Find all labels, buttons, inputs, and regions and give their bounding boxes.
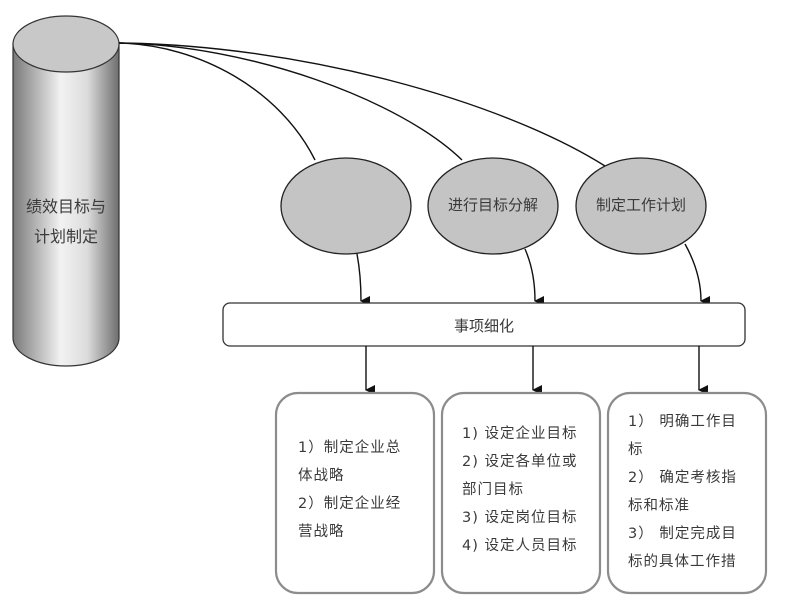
detail-box-1 [274,391,436,595]
connector-to-stage-2 [118,42,463,161]
stage-ellipse-2 [427,157,559,255]
detail-line: 标和标准 [628,498,690,514]
detail-line: 2）制定企业经 [298,496,402,512]
detail-line: 2) 设定各单位或 [462,454,578,470]
stage-ellipse-3 [575,157,707,255]
detail-line: 部门目标 [462,482,524,498]
arrow-stage-3-to-bar [684,243,711,306]
middle-bar [222,302,746,347]
detail-box-3-text: 1） 明确工作目 标 2） 确定考核指 标和标准 3） 制定完成目 标的具体工作… [628,408,737,576]
detail-line: 标的具体工作措 [628,554,737,570]
detail-line: 标 [628,442,644,458]
detail-box-2 [440,391,602,595]
detail-line: 4) 设定人员目标 [462,538,578,554]
detail-box-3 [606,391,768,595]
detail-line: 3） 制定完成目 [628,526,737,542]
detail-line: 体战略 [298,468,345,484]
detail-line: 3) 设定岗位目标 [462,510,578,526]
detail-box-1-text: 1）制定企业总 体战略 2）制定企业经 营战略 [298,434,401,546]
detail-line: 1) 设定企业目标 [462,426,578,442]
middle-bar-label: 事项细化 [453,317,514,335]
detail-box-2-text: 1) 设定企业目标 2) 设定各单位或 部门目标 3) 设定岗位目标 4) 设定… [462,420,578,560]
detail-line: 1） 明确工作目 [628,414,737,430]
arrow-stage-2-to-bar [524,248,545,306]
stage-ellipse-1 [280,157,412,255]
arrow-stage-1-to-bar [356,253,371,306]
detail-line: 营战略 [298,524,345,540]
stage-label-2: 进行目标分解 [447,196,538,214]
detail-line: 2） 确定考核指 [628,470,737,486]
connector-to-stage-1 [118,42,316,161]
stage-label-3: 制定工作计划 [595,196,686,214]
source-cylinder [12,15,120,367]
connector-to-stage-3 [118,42,606,167]
source-label: 绩效目标与 计划制定 [18,192,114,252]
detail-line: 1）制定企业总 [298,440,402,456]
source-label-line-1: 绩效目标与 [25,197,106,216]
source-label-line-2: 计划制定 [33,227,98,246]
